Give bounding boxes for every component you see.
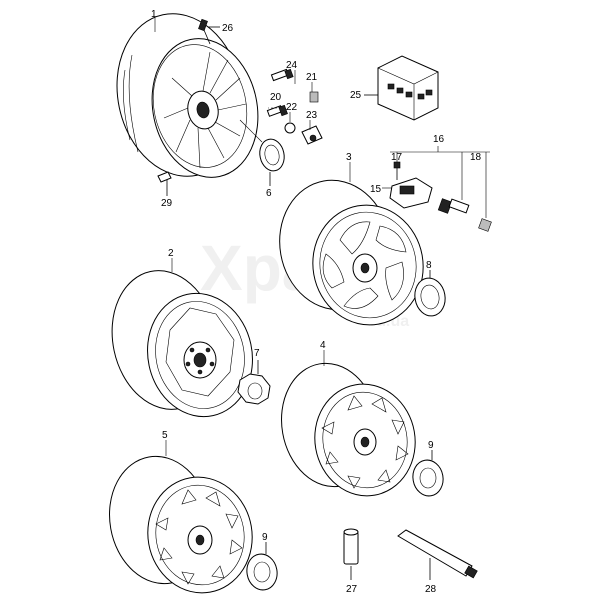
label-22: 22 xyxy=(286,102,298,113)
hub-cap-8[interactable] xyxy=(412,276,448,319)
label-9-lower: 9 xyxy=(262,532,268,543)
label-28: 28 xyxy=(425,584,437,595)
label-29: 29 xyxy=(161,198,173,209)
label-16: 16 xyxy=(433,134,445,145)
wheel-5[interactable] xyxy=(100,448,262,600)
label-21: 21 xyxy=(306,72,318,83)
label-1: 1 xyxy=(151,9,157,20)
wheel-4[interactable] xyxy=(272,356,424,504)
wheel-1[interactable] xyxy=(102,2,270,188)
grease-tube-28[interactable] xyxy=(397,529,478,579)
locking-bolt-22[interactable] xyxy=(284,122,296,134)
valve-16[interactable] xyxy=(437,198,470,214)
hub-cap-9-lower[interactable] xyxy=(244,552,280,593)
tpms-sensor-15[interactable] xyxy=(389,177,433,209)
label-20: 20 xyxy=(270,92,282,103)
tyre-sealant-can-27[interactable] xyxy=(343,528,359,565)
label-25: 25 xyxy=(350,90,362,101)
hub-cap-9-upper[interactable] xyxy=(410,458,446,499)
label-15: 15 xyxy=(370,184,382,195)
label-6: 6 xyxy=(266,188,272,199)
wheel-bolt-20[interactable] xyxy=(266,104,288,117)
hub-cap-7[interactable] xyxy=(237,373,271,405)
label-4: 4 xyxy=(320,340,326,351)
bolt-kit-25[interactable] xyxy=(377,55,439,121)
label-9-upper: 9 xyxy=(428,440,434,451)
adapter-23[interactable] xyxy=(301,125,323,145)
wheel-3[interactable] xyxy=(270,171,433,333)
label-8: 8 xyxy=(426,260,432,271)
label-18: 18 xyxy=(470,152,482,163)
label-3: 3 xyxy=(346,152,352,163)
hub-cap-6[interactable] xyxy=(257,137,287,173)
label-5: 5 xyxy=(162,430,168,441)
valve-stem-26[interactable] xyxy=(198,18,211,45)
wheel-bolt-24[interactable] xyxy=(270,68,294,82)
label-24: 24 xyxy=(286,60,298,71)
valve-cap-18[interactable] xyxy=(478,218,492,232)
label-2: 2 xyxy=(168,248,174,259)
screw-17[interactable] xyxy=(393,161,401,180)
label-7: 7 xyxy=(254,348,260,359)
valve-cap-29[interactable] xyxy=(157,171,172,183)
label-17: 17 xyxy=(391,152,403,163)
label-27: 27 xyxy=(346,584,358,595)
nut-21[interactable] xyxy=(309,91,319,103)
wheel-2[interactable] xyxy=(100,261,264,427)
label-26: 26 xyxy=(222,23,234,34)
label-23: 23 xyxy=(306,110,318,121)
